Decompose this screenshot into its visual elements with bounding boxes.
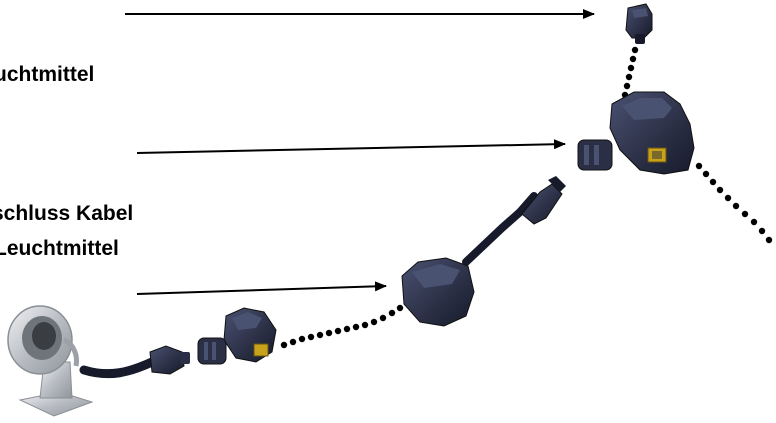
extension-cable-icon xyxy=(462,176,566,266)
label-connection-cable: schluss Kabel xyxy=(0,202,134,225)
t-distributor-icon xyxy=(577,91,695,175)
arrow-t-distributor xyxy=(136,139,566,154)
arrow-single-distributor xyxy=(136,281,387,295)
single-distributor-icon xyxy=(401,257,475,327)
dotted-cable-bottom xyxy=(280,304,404,349)
dotted-cable-right xyxy=(695,162,773,244)
label-light-source-bottom: Leuchtmittel xyxy=(0,237,119,260)
end-cap-icon xyxy=(625,3,653,44)
label-light-source-top: uchtmittel xyxy=(0,63,95,86)
spotlight-lamp-icon xyxy=(7,305,94,417)
lamp-cable-icon xyxy=(79,345,190,379)
small-connector-icon xyxy=(197,307,277,365)
